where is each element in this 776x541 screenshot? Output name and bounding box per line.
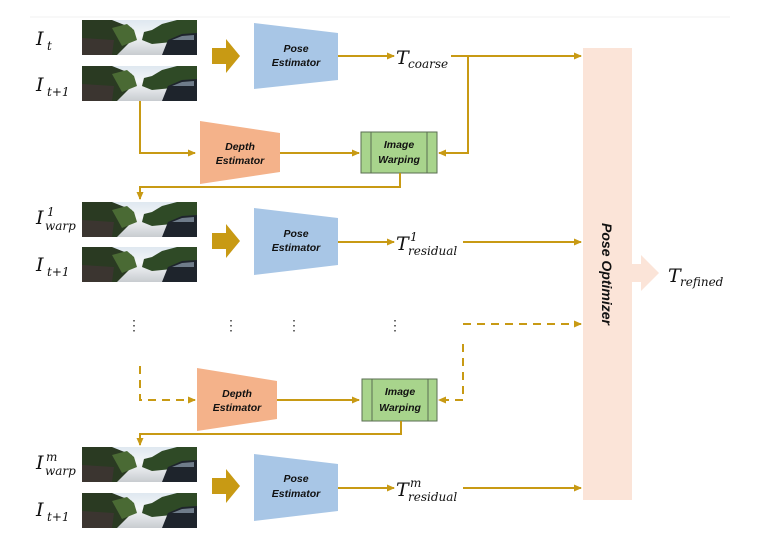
- t-coarse-label: T coarse: [396, 47, 448, 71]
- svg-text:refined: refined: [680, 275, 724, 289]
- frame-image-it1-a: [82, 66, 197, 101]
- svg-text:Warping: Warping: [378, 154, 420, 166]
- pose-optimizer: Pose Optimizer: [583, 48, 632, 500]
- svg-text:m: m: [46, 450, 57, 464]
- dashed-arrow-to-depth-m: [139, 366, 196, 404]
- svg-text:Pose: Pose: [283, 43, 308, 55]
- svg-text:T: T: [396, 47, 410, 69]
- frame-image-it1-b: [82, 247, 197, 282]
- dashed-arrow-to-warping-m: [438, 344, 464, 404]
- frame-image-iwarpm: [82, 447, 197, 482]
- svg-text:residual: residual: [408, 244, 457, 258]
- ellipsis-4: ⋮: [388, 317, 402, 333]
- ellipsis-1: ⋮: [127, 317, 141, 333]
- svg-text:Depth: Depth: [225, 141, 255, 153]
- optimizer-output-arrow: [632, 255, 659, 291]
- t-residual-1-label: T 1 residual: [396, 230, 457, 258]
- input-label-it: I t: [35, 28, 52, 53]
- pose-estimator-2: Pose Estimator: [254, 208, 338, 275]
- arrow-tcoarse-to-warping: [438, 56, 469, 157]
- input-label-iwarpm: I m warp: [35, 450, 76, 478]
- svg-text:warp: warp: [45, 464, 76, 478]
- svg-text:coarse: coarse: [408, 57, 448, 71]
- svg-text:I: I: [35, 28, 44, 50]
- frame-image-it: [82, 20, 197, 55]
- svg-text:Estimator: Estimator: [272, 57, 321, 69]
- svg-text:T: T: [396, 233, 410, 255]
- svg-text:1: 1: [47, 205, 55, 219]
- svg-text:Warping: Warping: [379, 402, 421, 414]
- svg-text:I: I: [35, 207, 44, 229]
- svg-text:Image: Image: [385, 386, 416, 398]
- svg-text:t+1: t+1: [47, 265, 70, 279]
- arrow-frames-to-depth-1: [139, 101, 196, 157]
- svg-text:1: 1: [410, 230, 418, 244]
- arrow-warping1-to-iwarp1: [136, 173, 401, 200]
- input-arrow-m: [212, 469, 240, 503]
- t-refined-label: T refined: [668, 265, 724, 289]
- input-label-iwarp1: I 1 warp: [35, 205, 76, 233]
- input-arrow-1: [212, 39, 240, 73]
- ellipsis-3: ⋮: [287, 317, 301, 333]
- image-warping-1: Image Warping: [360, 131, 438, 174]
- input-arrow-2: [212, 224, 240, 258]
- svg-text:m: m: [410, 476, 421, 490]
- depth-estimator-1: Depth Estimator: [200, 121, 280, 184]
- svg-text:Pose: Pose: [283, 228, 308, 240]
- svg-text:Pose: Pose: [283, 473, 308, 485]
- depth-estimator-m: Depth Estimator: [197, 368, 277, 431]
- svg-text:Depth: Depth: [222, 388, 252, 400]
- svg-text:I: I: [35, 452, 44, 474]
- svg-text:warp: warp: [45, 219, 76, 233]
- pose-estimator-1: Pose Estimator: [254, 23, 338, 89]
- svg-text:T: T: [396, 479, 410, 501]
- svg-text:Estimator: Estimator: [272, 488, 321, 500]
- svg-text:I: I: [35, 74, 44, 96]
- svg-text:Estimator: Estimator: [272, 242, 321, 254]
- svg-text:I: I: [35, 499, 44, 521]
- svg-text:t: t: [47, 39, 52, 53]
- svg-text:Estimator: Estimator: [213, 402, 262, 414]
- svg-text:Pose Optimizer: Pose Optimizer: [599, 223, 615, 326]
- svg-text:residual: residual: [408, 490, 457, 504]
- arrow-warpingm-to-iwarpm: [136, 421, 402, 446]
- input-label-it1-b: I t+1: [35, 254, 70, 279]
- input-label-it1-a: I t+1: [35, 74, 70, 99]
- input-label-it1-c: I t+1: [35, 499, 70, 524]
- svg-text:T: T: [668, 265, 682, 287]
- ellipsis-2: ⋮: [224, 317, 238, 333]
- svg-text:Estimator: Estimator: [216, 155, 265, 167]
- frame-image-iwarp1: [82, 202, 197, 237]
- svg-text:Image: Image: [384, 139, 415, 151]
- t-residual-m-label: T m residual: [396, 476, 457, 504]
- svg-text:t+1: t+1: [47, 510, 70, 524]
- frame-image-it1-c: [82, 493, 197, 528]
- svg-text:t+1: t+1: [47, 85, 70, 99]
- image-warping-m: Image Warping: [361, 378, 438, 422]
- pose-estimator-m: Pose Estimator: [254, 454, 338, 521]
- svg-text:I: I: [35, 254, 44, 276]
